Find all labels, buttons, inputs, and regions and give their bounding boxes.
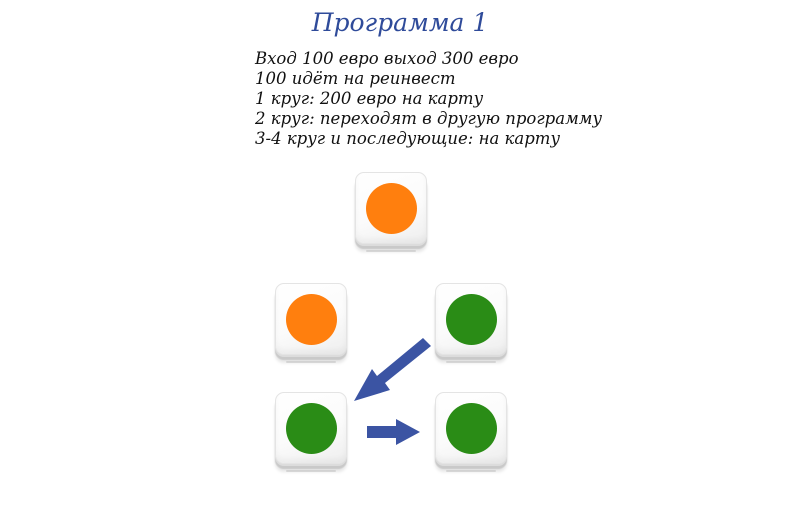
- tile-bottom-left: [275, 392, 347, 472]
- orange-circle-icon: [366, 183, 417, 234]
- green-circle-icon: [446, 294, 497, 345]
- orange-circle-icon: [286, 294, 337, 345]
- description-line: 2 круг: переходят в другую программу: [255, 109, 603, 128]
- program-description: Вход 100 евро выход 300 евро 100 идёт на…: [255, 49, 795, 149]
- page-title: Программа 1: [311, 8, 489, 37]
- description-line: 3-4 круг и последующие: на карту: [255, 129, 561, 148]
- tile-middle-right: [435, 283, 507, 363]
- arrow-down-left-icon: [354, 338, 431, 401]
- arrow-right-icon: [367, 419, 420, 445]
- tile-middle-left: [275, 283, 347, 363]
- description-line: Вход 100 евро выход 300 евро: [255, 49, 519, 68]
- tile-bottom-right: [435, 392, 507, 472]
- green-circle-icon: [446, 403, 497, 454]
- description-line: 1 круг: 200 евро на карту: [255, 89, 484, 108]
- description-line: 100 идёт на реинвест: [255, 69, 456, 88]
- tile-top: [355, 172, 427, 252]
- green-circle-icon: [286, 403, 337, 454]
